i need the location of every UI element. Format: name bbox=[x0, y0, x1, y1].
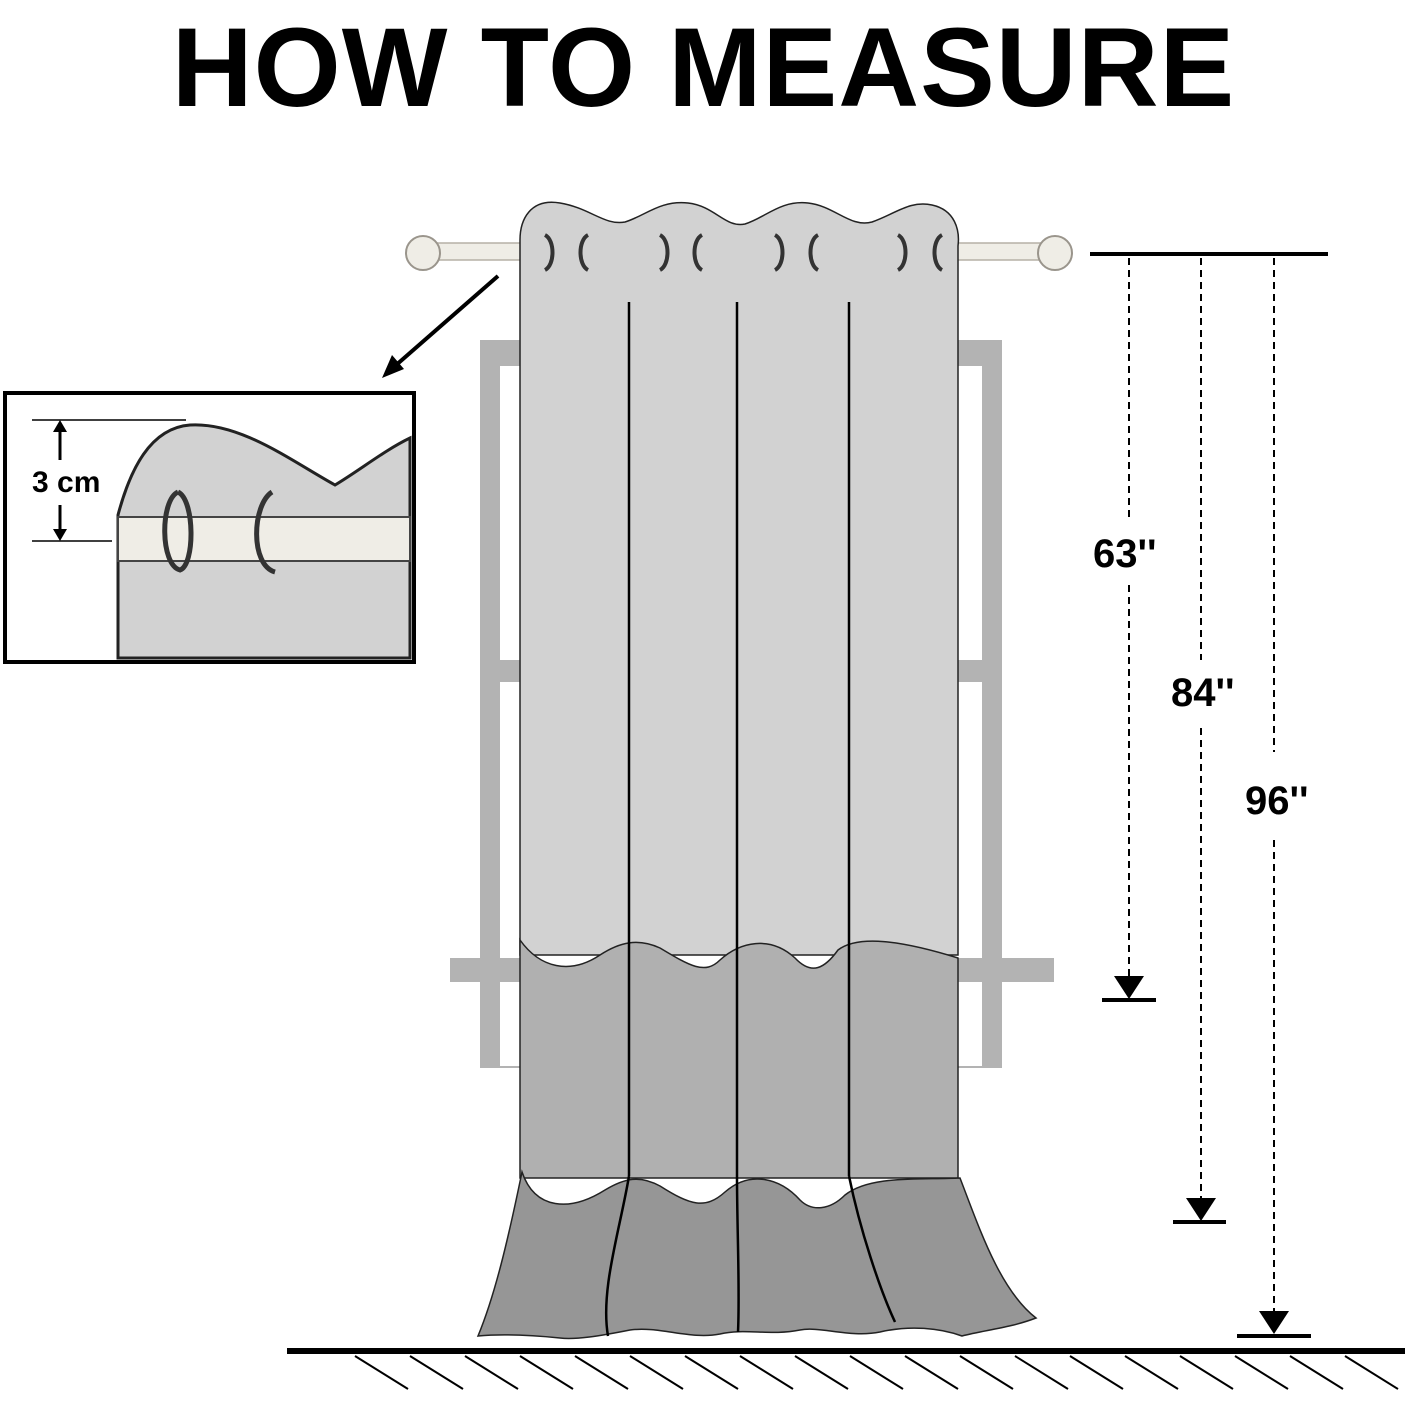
length-dimension-63: 63'' bbox=[1093, 258, 1157, 1002]
length-label-84: 84'' bbox=[1171, 671, 1235, 715]
header-height-label: 3 cm bbox=[32, 466, 100, 499]
window-frame bbox=[450, 340, 1054, 1068]
length-dimension-96: 96'' bbox=[1237, 258, 1311, 1338]
grommet-rings bbox=[543, 233, 944, 272]
page-title: HOW TO MEASURE bbox=[171, 5, 1236, 130]
header-detail-inset: 3 cm bbox=[3, 391, 416, 664]
length-label-63: 63'' bbox=[1093, 532, 1157, 576]
length-dimension-84: 84'' bbox=[1171, 258, 1235, 1224]
zoom-arrow bbox=[382, 274, 500, 378]
floor bbox=[287, 1348, 1405, 1390]
curtain-panel bbox=[476, 201, 1038, 1340]
length-label-96: 96'' bbox=[1245, 779, 1309, 823]
